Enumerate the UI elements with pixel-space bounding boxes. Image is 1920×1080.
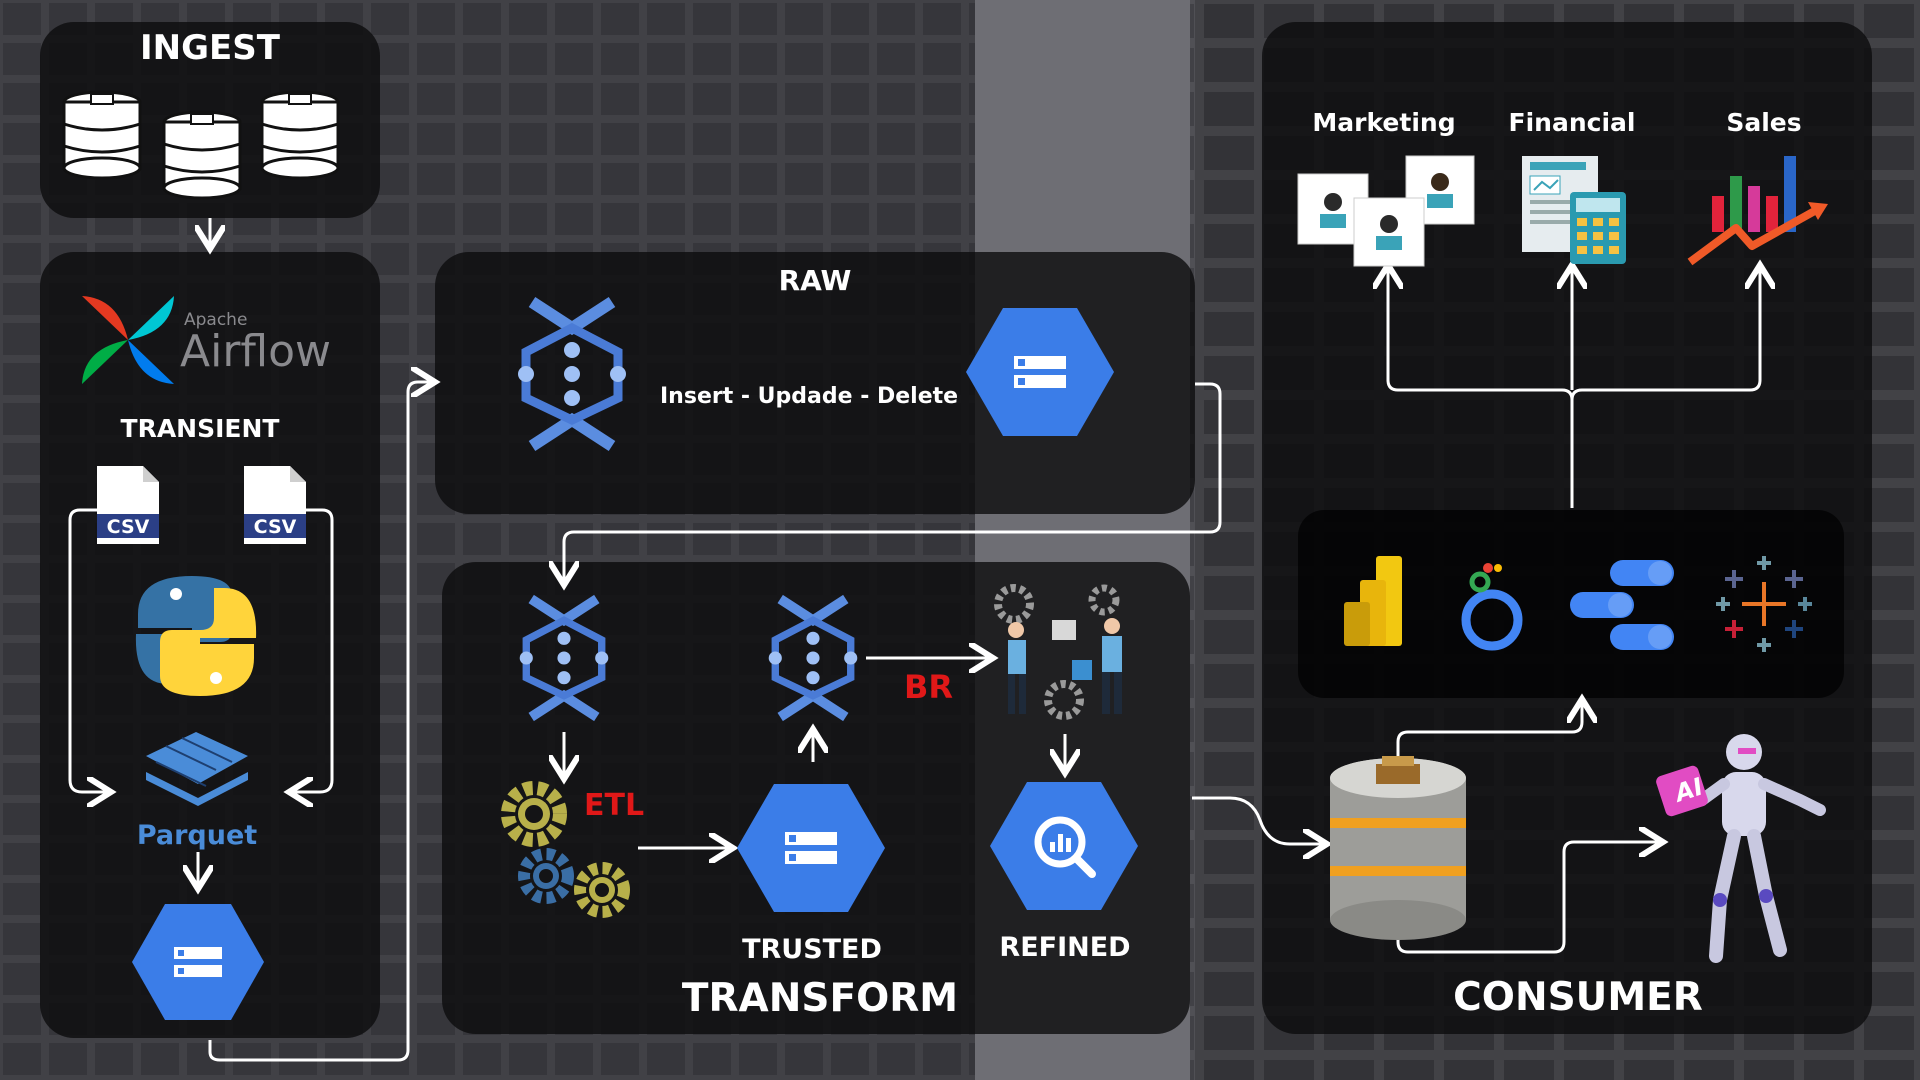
marketing-label: Marketing xyxy=(1312,108,1456,137)
cloud-storage-icon xyxy=(132,904,264,1020)
business-rules-label: BR xyxy=(904,668,954,706)
dataflow-icon xyxy=(519,594,609,722)
csv-file-icon xyxy=(97,466,159,544)
power-bi-icon xyxy=(1344,556,1402,646)
dataflow-icon xyxy=(518,296,626,452)
raw-operations-text: Insert - Updade - Delete xyxy=(660,384,959,409)
transform-title: TRANSFORM xyxy=(681,976,959,1021)
parquet-label: Parquet xyxy=(136,820,258,851)
raw-to-transform-connector xyxy=(564,382,1222,582)
airflow-apache-text: Apache xyxy=(184,310,248,330)
refined-label: REFINED xyxy=(999,932,1131,963)
looker-icon xyxy=(1461,563,1523,651)
cloud-storage-icon xyxy=(966,308,1114,436)
trusted-label: TRUSTED xyxy=(742,934,882,965)
calculator-icon xyxy=(1522,156,1626,264)
bi-to-consumers-connector xyxy=(1386,272,1762,508)
dataflow-icon xyxy=(768,594,858,722)
profiles-icon xyxy=(1297,155,1475,267)
warehouse-to-bi-connector xyxy=(1396,702,1582,758)
sales-label: Sales xyxy=(1726,108,1802,137)
looker-studio-icon xyxy=(1570,560,1674,650)
refined-to-warehouse-connector xyxy=(1192,796,1324,844)
csv-right-loop xyxy=(292,508,334,792)
csv-label-1: CSV xyxy=(106,516,150,538)
csv-left-loop xyxy=(68,508,108,792)
csv-file-icon xyxy=(244,466,306,544)
database-icon xyxy=(162,110,242,200)
database-icon xyxy=(62,90,142,180)
airflow-name-text: Airflow xyxy=(180,326,332,377)
tableau-icon xyxy=(1716,556,1812,652)
csv-label-2: CSV xyxy=(253,516,297,538)
raw-title: RAW xyxy=(778,264,852,297)
ingest-title: INGEST xyxy=(140,28,280,68)
bar-chart-icon xyxy=(1687,156,1828,266)
warehouse-to-ai-connector xyxy=(1396,842,1660,954)
transient-to-raw-connector xyxy=(208,382,432,1062)
database-icon xyxy=(260,90,340,180)
transient-title: TRANSIENT xyxy=(120,414,280,443)
cloud-storage-icon xyxy=(737,784,885,912)
consumer-title: CONSUMER xyxy=(1453,975,1703,1020)
etl-label: ETL xyxy=(584,788,645,823)
financial-label: Financial xyxy=(1508,108,1636,137)
